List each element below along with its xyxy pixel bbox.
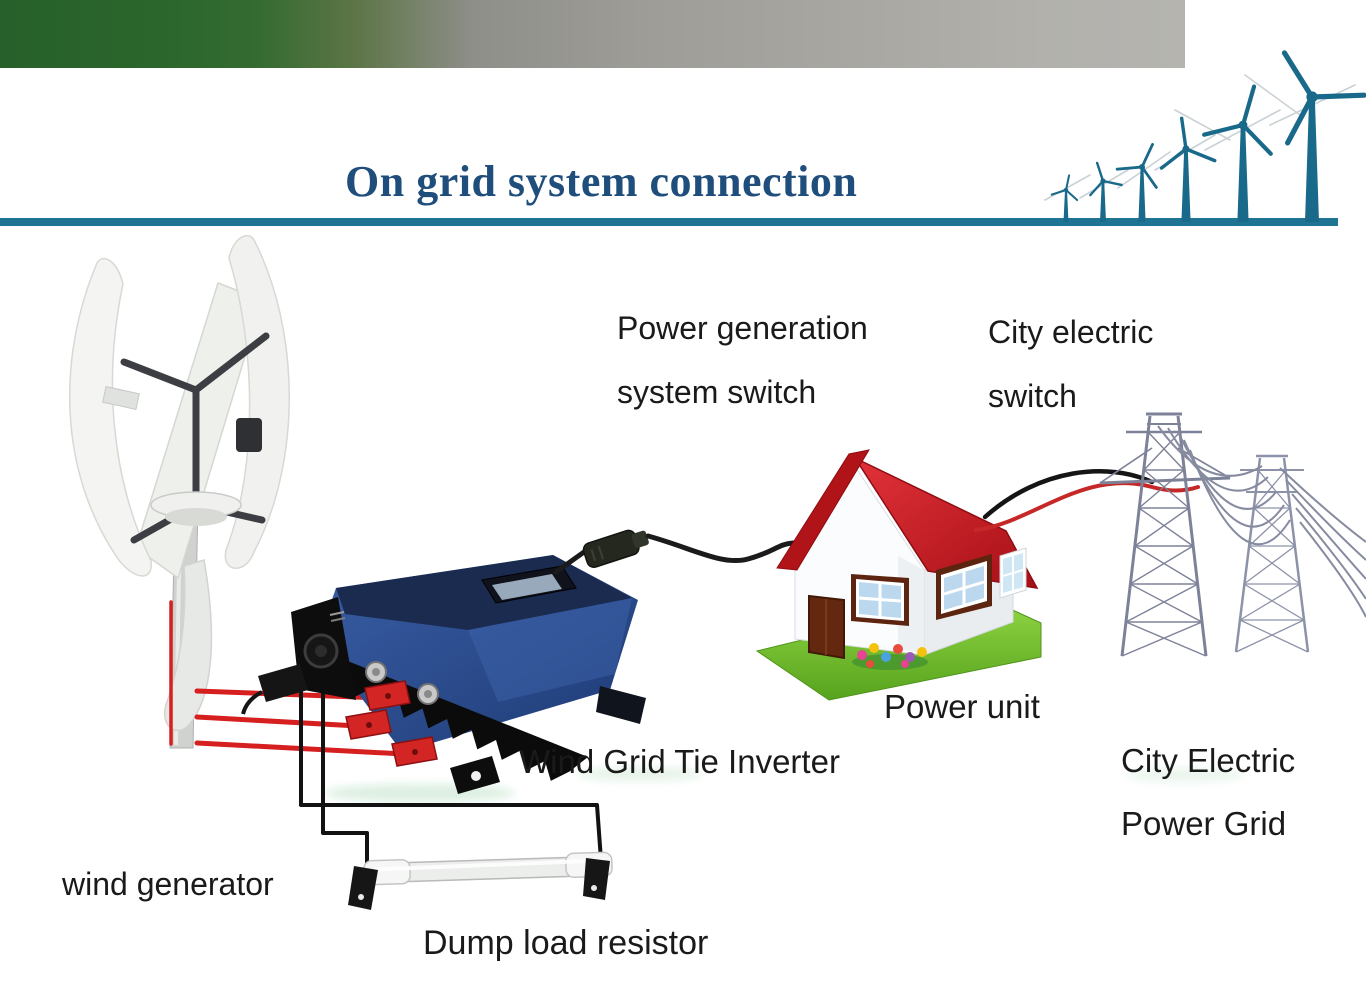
city-electric-power-grid-label: City Electric Power Grid <box>1121 742 1296 842</box>
flower-bed <box>852 643 928 670</box>
ac-cord-to-house <box>645 533 796 564</box>
silhouette-turbine-1 <box>1050 174 1079 222</box>
transmission-tower-1 <box>1099 412 1231 657</box>
silhouette-turbine-5 <box>1202 84 1273 222</box>
page-title: On grid system connection <box>345 157 858 206</box>
silhouette-turbine-2 <box>1089 161 1123 222</box>
top-photo-strip <box>0 0 1185 68</box>
wind-grid-tie-inverter-label: Wind Grid Tie Inverter <box>519 743 840 780</box>
plug-collar <box>631 530 649 549</box>
turbine-generator-box <box>236 418 262 452</box>
power-generation-switch-line2: system switch <box>617 373 817 410</box>
inverter-red-terminals <box>345 680 438 767</box>
city-electric-switch-line2: switch <box>988 377 1077 414</box>
power-generation-switch-label: Power generation system switch <box>617 310 868 410</box>
house-window-side <box>936 554 992 620</box>
city-electric-power-grid-line2: Power Grid <box>1121 804 1287 842</box>
dump-load-resistor-illustration <box>348 851 613 910</box>
silhouette-turbine-6 <box>1281 50 1366 222</box>
plug-stub <box>553 549 587 575</box>
inverter-left-connector <box>258 664 308 702</box>
inverter-fan-hub <box>315 645 327 657</box>
grid-tie-inverter-illustration <box>241 555 646 794</box>
power-generation-switch-line1: Power generation <box>617 310 868 346</box>
turbine-right-blade <box>224 235 290 569</box>
resistor-bracket-left <box>348 866 378 910</box>
house-window-corner <box>999 547 1027 599</box>
grid-catenary-wires <box>1157 425 1366 618</box>
wind-generator-label: wind generator <box>62 866 274 902</box>
tower-2-bracing <box>1235 469 1309 653</box>
wind-farm-silhouette <box>1044 50 1366 222</box>
inverter-panel-text-mark2 <box>330 617 346 622</box>
transmission-tower-2 <box>1234 454 1310 653</box>
resistor-bracket-right <box>583 858 610 900</box>
blade-decal <box>102 386 140 410</box>
inverter-panel-text-mark <box>329 611 345 616</box>
silhouette-turbine-3 <box>1115 142 1158 222</box>
city-electric-switch-label: City electric switch <box>988 314 1154 414</box>
power-unit-label: Power unit <box>884 688 1040 725</box>
resistor-highlight <box>373 858 602 872</box>
house-roof-edge-band <box>776 449 871 571</box>
city-electric-power-grid-line1: City Electric <box>1121 742 1296 779</box>
transmission-towers-illustration <box>1099 412 1366 657</box>
resistor-bracket-right-hole <box>591 885 597 891</box>
house-illustration <box>755 449 1042 701</box>
house-window-front <box>851 574 909 626</box>
inverter-front-sheen <box>468 598 632 702</box>
dump-load-resistor-label: Dump load resistor <box>423 924 709 962</box>
inverter-flange-hole <box>471 771 481 781</box>
plug-body <box>582 529 640 568</box>
tower-1-bracing <box>1121 431 1207 657</box>
inverter-round-connector-2-core <box>424 690 432 698</box>
inverter-round-connector-1-core <box>372 668 380 676</box>
dump-load-wires <box>299 634 603 866</box>
inverter-left-stub-wire <box>241 690 263 715</box>
turbine-hub-lower <box>165 508 227 526</box>
city-electric-switch-line1: City electric <box>988 314 1154 350</box>
ac-plug-illustration <box>553 529 796 575</box>
resistor-bracket-left-hole <box>358 894 364 900</box>
silhouette-turbines <box>1050 50 1366 222</box>
turbine-left-blade <box>68 257 152 577</box>
inverter-mounting-flange-right <box>596 686 646 724</box>
silhouette-turbine-4 <box>1159 116 1217 222</box>
title-divider-rule <box>0 218 1338 226</box>
vertical-wind-turbine-illustration <box>68 235 290 749</box>
inverter-display-screen <box>492 574 562 600</box>
